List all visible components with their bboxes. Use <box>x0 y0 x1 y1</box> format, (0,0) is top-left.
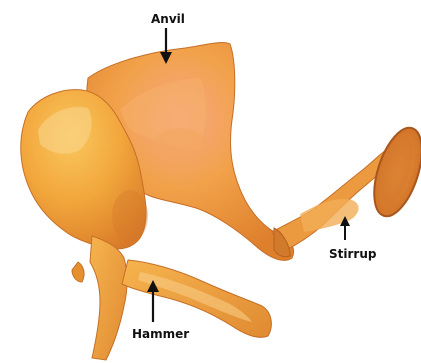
hammer-label: Hammer <box>132 328 189 340</box>
anvil-label: Anvil <box>151 13 185 25</box>
stirrup-bone <box>272 122 421 257</box>
stirrup-label: Stirrup <box>329 248 376 260</box>
